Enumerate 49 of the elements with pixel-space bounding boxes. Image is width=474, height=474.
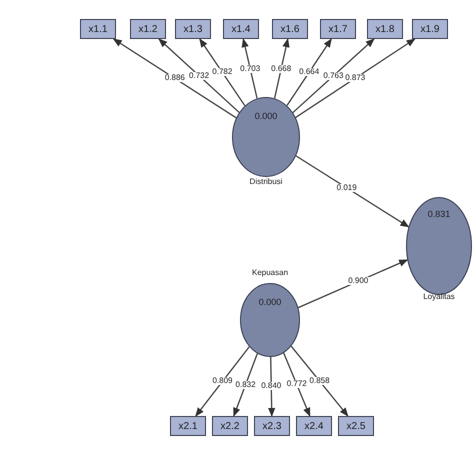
construct-name: Loyalitas <box>423 292 455 301</box>
path-coefficient: 0.886 <box>164 74 186 82</box>
path-coefficient: 0.668 <box>270 64 292 73</box>
arrow <box>268 356 276 417</box>
construct-name: Kepuasan <box>252 268 288 277</box>
arrow <box>298 259 408 308</box>
path-coefficient: 0.019 <box>336 184 358 192</box>
arrow <box>295 38 416 118</box>
indicator-box: x1.6 <box>272 19 308 39</box>
path-coefficient: 0.840 <box>260 382 282 390</box>
indicator-box: x1.1 <box>80 19 116 39</box>
indicator-box: x1.2 <box>130 19 166 39</box>
indicator-box: x2.2 <box>212 416 248 436</box>
path-coefficient: 0.703 <box>239 64 262 73</box>
indicator-box: x1.3 <box>175 19 211 39</box>
path-coefficient: 0.664 <box>298 68 320 76</box>
arrow <box>158 38 240 113</box>
arrow <box>292 38 375 114</box>
indicator-box: x1.7 <box>320 19 356 39</box>
path-coefficient: 0.873 <box>344 74 366 82</box>
indicator-box: x1.4 <box>223 19 259 39</box>
arrow <box>296 155 410 228</box>
indicator-box: x2.5 <box>338 416 374 436</box>
path-coefficient: 0.763 <box>322 72 344 80</box>
arrow <box>283 352 310 417</box>
path-coefficient: 0.772 <box>286 380 308 388</box>
r-squared-value: 0.000 <box>254 111 278 121</box>
arrow <box>112 38 237 118</box>
indicator-box: x1.9 <box>412 19 448 39</box>
path-coefficient: 0.858 <box>308 377 331 386</box>
r-squared-value: 0.831 <box>426 209 452 219</box>
arrow <box>274 38 290 98</box>
path-coefficient: 0.832 <box>234 380 257 389</box>
path-coefficient: 0.782 <box>211 68 234 76</box>
indicator-box: x2.1 <box>170 416 206 436</box>
arrow <box>290 346 348 417</box>
path-coefficient: 0.809 <box>211 377 234 386</box>
arrow <box>242 38 258 99</box>
path-coefficient: 0.900 <box>347 277 370 286</box>
construct-name: Distribusi <box>250 177 282 186</box>
indicator-box: x2.4 <box>296 416 332 436</box>
indicator-box: x2.3 <box>254 416 290 436</box>
r-squared-value: 0.000 <box>258 297 282 307</box>
path-coefficient: 0.732 <box>188 72 210 80</box>
arrow <box>286 38 332 106</box>
arrow <box>199 38 246 106</box>
arrow <box>233 353 258 417</box>
indicator-box: x1.8 <box>367 19 403 39</box>
arrow <box>195 346 250 417</box>
